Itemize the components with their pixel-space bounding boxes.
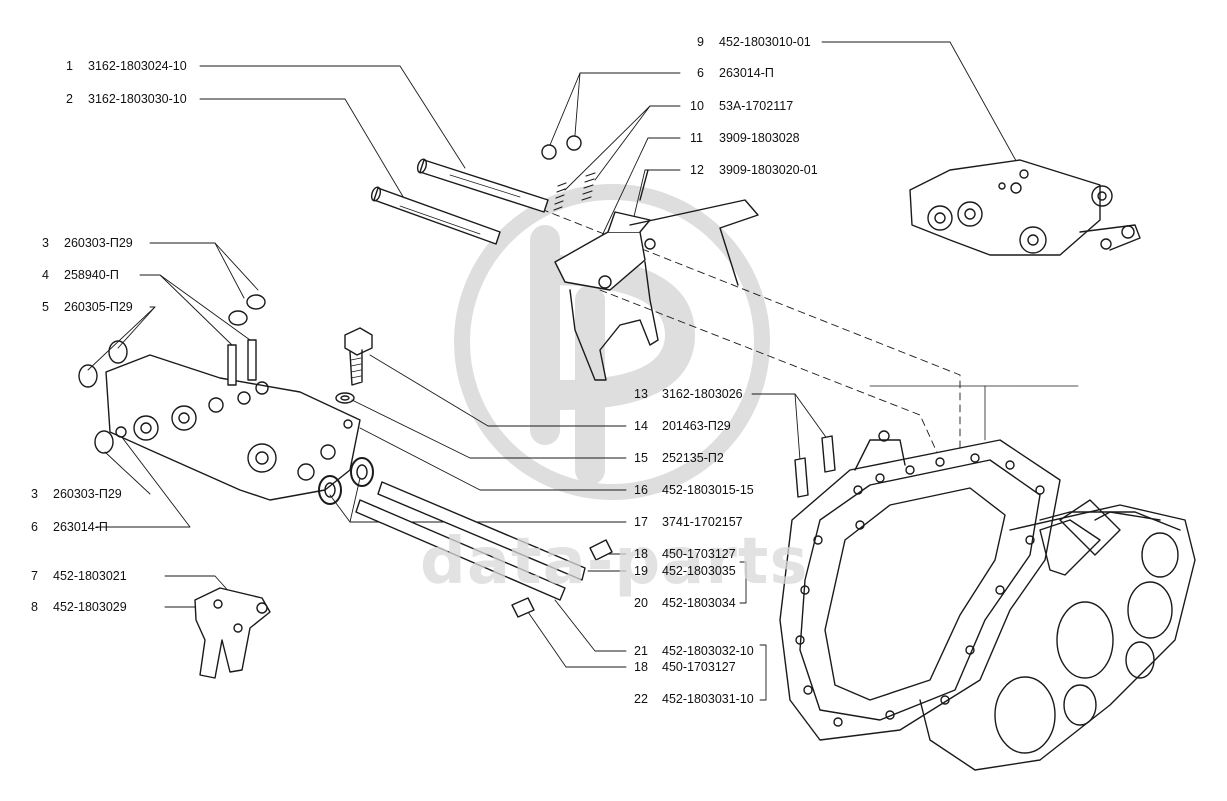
callout-number: 8 (31, 600, 38, 614)
shift-fork-12 (554, 169, 759, 381)
callout-number: 5 (42, 300, 49, 314)
selector-housing-left (78, 294, 361, 501)
callout-number: 11 (690, 131, 703, 145)
callout-part-number: 258940-П (64, 268, 119, 282)
callout-part-number: 263014-П (719, 66, 774, 80)
callout-number: 6 (31, 520, 38, 534)
callout-number: 14 (634, 419, 648, 433)
callout-11: 11 3909-1803028 (690, 131, 800, 145)
callout-8: 8 452-1803029 (31, 600, 127, 614)
callout-number: 20 (634, 596, 648, 610)
callout-number: 15 (634, 451, 648, 465)
callout-13: 13 3162-1803026 (634, 387, 743, 401)
callout-number: 3 (42, 236, 49, 250)
callout-1: 1 3162-1803024-10 (66, 59, 187, 73)
callout-part-number: 260303-П29 (53, 487, 122, 501)
callout-part-number: 260303-П29 (64, 236, 133, 250)
gearbox-case (779, 430, 1196, 771)
callout-number: 3 (31, 487, 38, 501)
callout-part-number: 260305-П29 (64, 300, 133, 314)
callout-part-number: 452-1803031-10 (662, 692, 754, 706)
callout-18-bottom: 18 450-1703127 (634, 660, 736, 674)
callout-part-number: 3162-1803024-10 (88, 59, 187, 73)
detent-springs (553, 172, 596, 211)
callout-17: 17 3741-1702157 (634, 515, 743, 529)
callout-6-top: 6 263014-П (697, 66, 774, 80)
callout-number: 18 (634, 660, 648, 674)
callout-19: 19 452-1803035 (634, 564, 736, 578)
callout-part-number: 3162-1803026 (662, 387, 743, 401)
callout-22: 22 452-1803031-10 (634, 692, 754, 706)
callout-part-number: 452-1803015-15 (662, 483, 754, 497)
callout-number: 17 (634, 515, 648, 529)
callout-number: 10 (690, 99, 704, 113)
callout-part-number: 452-1803029 (53, 600, 127, 614)
callout-number: 7 (31, 569, 38, 583)
callout-part-number: 450-1703127 (662, 660, 736, 674)
callout-part-number: 452-1803032-10 (662, 644, 754, 658)
detent-balls (541, 135, 582, 160)
callout-part-number: 452-1803010-01 (719, 35, 811, 49)
callout-part-number: 450-1703127 (662, 547, 736, 561)
callout-15: 15 252135-П2 (634, 451, 724, 465)
callout-number: 12 (690, 163, 704, 177)
callout-number: 16 (634, 483, 648, 497)
callout-4: 4 258940-П (42, 268, 119, 282)
shift-lever-7-8 (194, 587, 271, 679)
callout-number: 19 (634, 564, 648, 578)
callout-number: 18 (634, 547, 648, 561)
callout-part-number: 3909-1803028 (719, 131, 800, 145)
callout-18-top: 18 450-1703127 (634, 547, 736, 561)
callout-20: 20 452-1803034 (634, 596, 736, 610)
callout-part-number: 452-1803034 (662, 596, 736, 610)
callout-number: 22 (634, 692, 648, 706)
callout-21: 21 452-1803032-10 (634, 644, 754, 658)
callout-number: 9 (697, 35, 704, 49)
callout-2: 2 3162-1803030-10 (66, 92, 187, 106)
watermark-text: data-parts (420, 525, 809, 599)
selector-rod-2 (370, 186, 501, 245)
callout-part-number: 263014-П (53, 520, 108, 534)
callout-16: 16 452-1803015-15 (634, 483, 754, 497)
callout-number: 21 (634, 644, 648, 658)
callout-number: 4 (42, 268, 49, 282)
selector-housing-9 (909, 159, 1141, 256)
callout-3-lower: 3 260303-П29 (31, 487, 122, 501)
callout-12: 12 3909-1803020-01 (690, 163, 818, 177)
callout-part-number: 3741-1702157 (662, 515, 743, 529)
callout-7: 7 452-1803021 (31, 569, 127, 583)
callout-part-number: 201463-П29 (662, 419, 731, 433)
callout-part-number: 452-1803021 (53, 569, 127, 583)
callout-5: 5 260305-П29 (42, 300, 133, 314)
callout-part-number: 452-1803035 (662, 564, 736, 578)
shift-rods (355, 481, 613, 618)
leader-lines (87, 41, 1079, 701)
callout-number: 13 (634, 387, 648, 401)
selector-rod-1 (416, 158, 549, 213)
bolt-and-seals (318, 327, 374, 505)
callout-part-number: 3909-1803020-01 (719, 163, 818, 177)
callout-part-number: 3162-1803030-10 (88, 92, 187, 106)
callout-number: 2 (66, 92, 73, 106)
callout-6-lower: 6 263014-П (31, 520, 108, 534)
callout-10: 10 53А-1702117 (690, 99, 793, 113)
callout-number: 6 (697, 66, 704, 80)
callout-14: 14 201463-П29 (634, 419, 731, 433)
callout-number: 1 (66, 59, 73, 73)
callout-part-number: 252135-П2 (662, 451, 724, 465)
callout-part-number: 53А-1702117 (719, 99, 794, 113)
callout-3-top: 3 260303-П29 (42, 236, 133, 250)
callout-9: 9 452-1803010-01 (697, 35, 811, 49)
